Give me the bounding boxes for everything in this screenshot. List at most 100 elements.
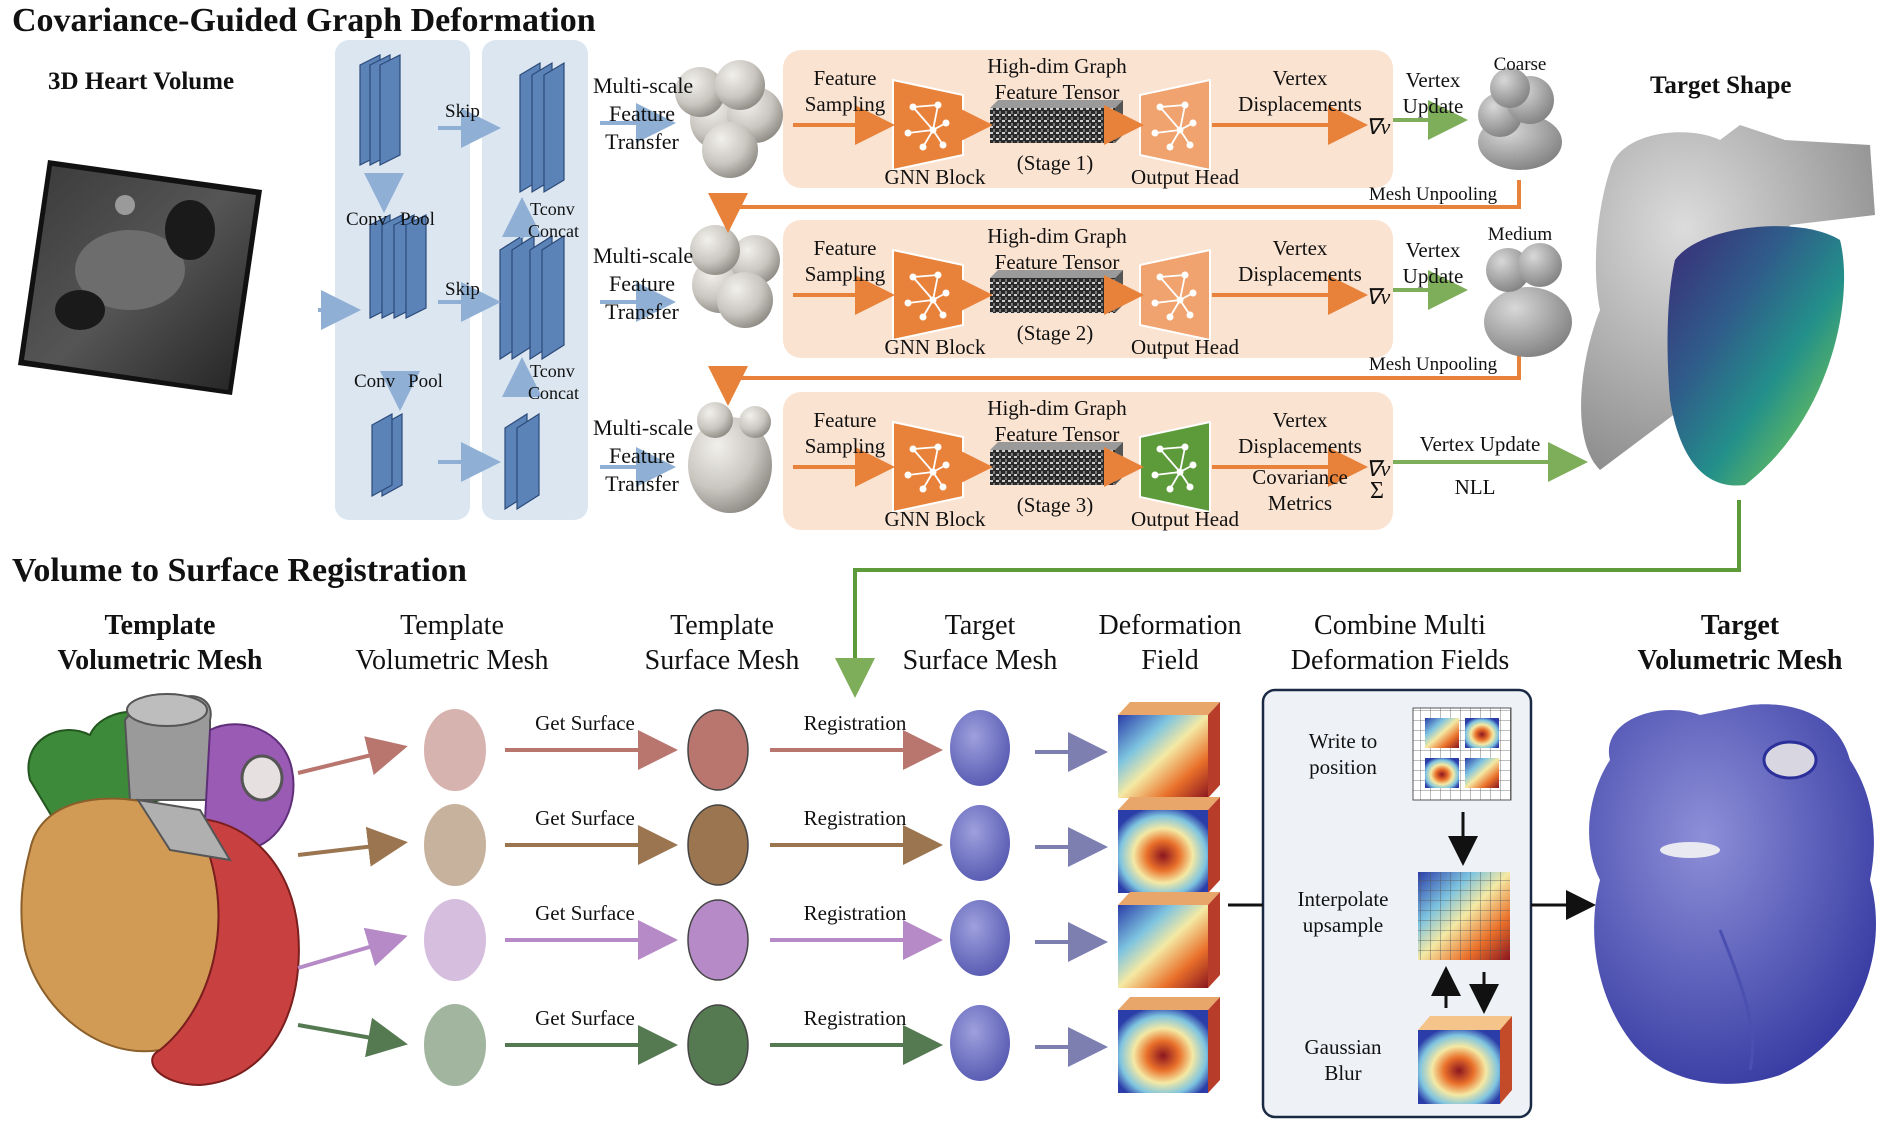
concat-label-1: Concat bbox=[528, 221, 579, 241]
mesh-stage-1-input bbox=[675, 60, 783, 178]
output-head-icon bbox=[1139, 420, 1211, 514]
output-head-label: Output Head bbox=[1131, 165, 1239, 189]
deformation-field-cube bbox=[1118, 997, 1220, 1093]
gaussian-blur-cube bbox=[1418, 1016, 1512, 1104]
mesh-stage-3-input bbox=[688, 402, 772, 513]
gnn-block-icon bbox=[892, 420, 964, 514]
registration-label: Registration bbox=[803, 806, 907, 830]
target-surface-mesh bbox=[950, 1005, 1010, 1081]
coarse-output-mesh bbox=[1478, 68, 1562, 170]
get-surface-label: Get Surface bbox=[535, 806, 635, 830]
template-volumetric-mesh-small bbox=[424, 899, 486, 981]
target-surface-mesh bbox=[950, 710, 1010, 786]
mesh-stage-2-input bbox=[690, 225, 780, 328]
pool-label-2: Pool bbox=[408, 371, 443, 392]
encoder-blocks bbox=[359, 54, 427, 498]
output-head-icon bbox=[1139, 78, 1211, 172]
deformation-field-cube bbox=[1118, 797, 1220, 893]
conv-label-2: Conv bbox=[354, 371, 396, 392]
get-surface-label: Get Surface bbox=[535, 711, 635, 735]
gnn-block-label: GNN Block bbox=[884, 165, 986, 189]
gnn-block-label: GNN Block bbox=[884, 507, 986, 531]
template-volumetric-mesh-small bbox=[424, 804, 486, 886]
gnn-block-icon bbox=[892, 248, 964, 342]
vertex-update-label: Vertex Update bbox=[1419, 432, 1541, 456]
medium-output-mesh bbox=[1484, 243, 1572, 357]
feature-tensor-icon bbox=[990, 270, 1123, 313]
resolution-label: Coarse bbox=[1493, 54, 1547, 75]
target-surface-mesh bbox=[950, 900, 1010, 976]
deformation-field-cube bbox=[1118, 892, 1220, 988]
pool-label-1: Pool bbox=[400, 209, 435, 230]
target-volumetric-mesh bbox=[1589, 704, 1876, 1084]
registration-label: Registration bbox=[803, 1006, 907, 1030]
target-surface-mesh bbox=[950, 805, 1010, 881]
sigma-symbol: Σ bbox=[1370, 478, 1384, 504]
feature-tensor-icon bbox=[990, 442, 1123, 485]
template-surface-mesh bbox=[687, 899, 749, 981]
decoder-blocks bbox=[499, 61, 565, 511]
target-shape-label: Target Shape bbox=[1650, 72, 1792, 99]
registration-label: Registration bbox=[803, 711, 907, 735]
stage-label: (Stage 1) bbox=[1016, 151, 1094, 175]
interpolate-grid bbox=[1418, 872, 1510, 960]
stage-label: (Stage 3) bbox=[1016, 493, 1094, 517]
template-volumetric-mesh-small bbox=[424, 709, 486, 791]
template-surface-mesh bbox=[687, 804, 749, 886]
template-volumetric-mesh-large bbox=[20, 693, 300, 1087]
stage-label: (Stage 2) bbox=[1016, 321, 1094, 345]
deformation-field-cube bbox=[1118, 702, 1220, 798]
ct-volume-image bbox=[18, 160, 262, 395]
template-surface-mesh bbox=[687, 1004, 749, 1086]
bottom-section-title: Volume to Surface Registration bbox=[12, 552, 467, 589]
template-volumetric-mesh-small bbox=[424, 1004, 486, 1086]
concat-label-2: Concat bbox=[528, 383, 579, 403]
tconv-label-1: Tconv bbox=[530, 199, 575, 219]
skip-label-1: Skip bbox=[445, 101, 480, 122]
mesh-unpooling-label: Mesh Unpooling bbox=[1368, 354, 1498, 375]
gnn-block-icon bbox=[892, 78, 964, 172]
output-head-icon bbox=[1139, 248, 1211, 342]
get-surface-label: Get Surface bbox=[535, 901, 635, 925]
target-shape-mesh bbox=[1581, 125, 1875, 486]
write-to-position-grid bbox=[1412, 707, 1512, 801]
feature-tensor-icon bbox=[990, 100, 1123, 143]
top-section-title: Covariance-Guided Graph Deformation bbox=[12, 2, 596, 39]
template-surface-mesh bbox=[687, 709, 749, 791]
gradient-v-symbol: ∇v bbox=[1365, 284, 1391, 309]
gradient-v-symbol: ∇v bbox=[1365, 456, 1391, 481]
output-head-label: Output Head bbox=[1131, 335, 1239, 359]
tconv-label-2: Tconv bbox=[530, 361, 575, 381]
gnn-block-label: GNN Block bbox=[884, 335, 986, 359]
output-head-label: Output Head bbox=[1131, 507, 1239, 531]
mesh-unpooling-label: Mesh Unpooling bbox=[1368, 184, 1498, 205]
nll-label: NLL bbox=[1454, 475, 1496, 499]
resolution-label: Medium bbox=[1487, 224, 1553, 245]
heart-volume-label: 3D Heart Volume bbox=[48, 68, 235, 95]
